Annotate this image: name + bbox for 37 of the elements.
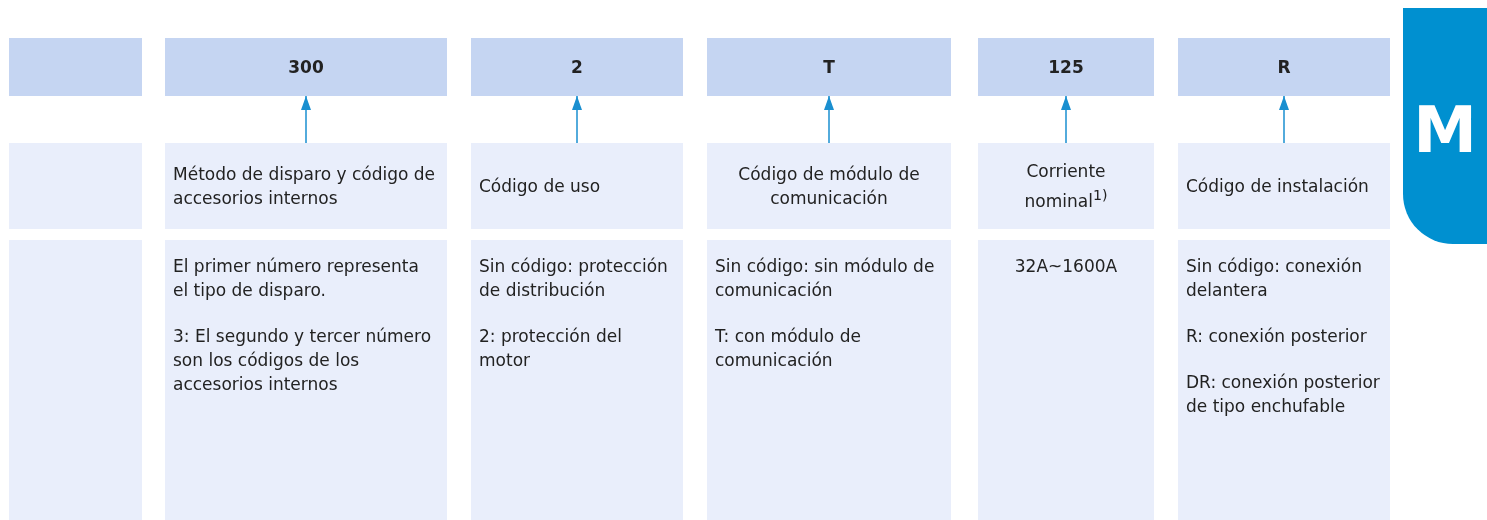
code-header-cell [471, 38, 683, 96]
code-header-cell [707, 38, 951, 96]
detail-text: R: conexión posterior [1186, 325, 1368, 348]
detail-text: 3: El segundo y tercer número son los códigos de los accesorios internos [173, 325, 433, 396]
code-text: R [1277, 57, 1291, 77]
detail-text: 32A~1600A [1013, 255, 1119, 278]
description-text: Código de uso [479, 175, 601, 198]
detail-text: Sin código: sin módulo de comunicación [715, 255, 936, 302]
code-header-cell [165, 38, 447, 96]
arrow [572, 95, 582, 144]
description-text: Código de instalación [1186, 175, 1369, 198]
description-text: Método de disparo y código de accesorios internos [173, 163, 436, 210]
code-text: T [823, 57, 835, 77]
description-text: Corriente nominal$^{1)}$ [1023, 160, 1109, 213]
description-cell [165, 143, 447, 229]
code-header-cell [978, 38, 1154, 96]
arrow [1279, 95, 1289, 144]
detail-text: 2: protección del motor [479, 325, 623, 372]
description-text: Código de módulo de comunicación [737, 163, 921, 210]
code-text: 300 [288, 57, 324, 77]
arrow [301, 95, 311, 144]
description-cell [707, 143, 951, 229]
arrow [1061, 95, 1071, 144]
detail-text: DR: conexión posterior de tipo enchufable [1186, 371, 1381, 418]
detail-text: El primer número representa el tipo de disparo. [173, 255, 420, 302]
arrow [824, 95, 834, 144]
detail-text: Sin código: conexión delantera [1186, 255, 1363, 302]
code-text: 2 [571, 57, 583, 77]
description-cell [471, 143, 683, 229]
section-tab: M [1403, 8, 1487, 244]
detail-text: T: con módulo de comunicación [715, 325, 862, 372]
code-header-cell [1178, 38, 1390, 96]
table-cell [9, 38, 142, 96]
detail-text: Sin código: protección de distribución [479, 255, 669, 302]
description-cell [1178, 143, 1390, 229]
code-text: 125 [1048, 57, 1084, 77]
description-cell [978, 143, 1154, 229]
